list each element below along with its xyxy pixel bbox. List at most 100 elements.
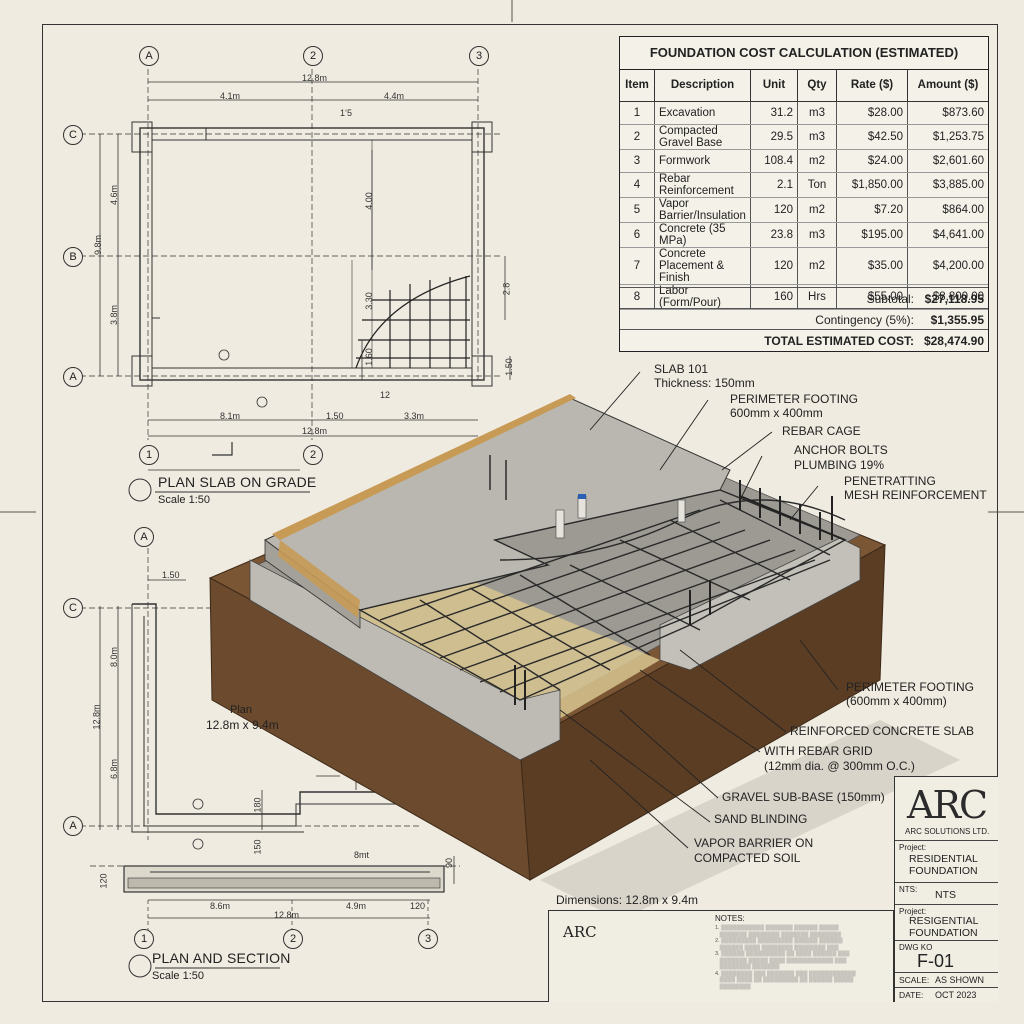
plan2-dim-bottom-small: 120 bbox=[410, 901, 426, 911]
plan2-dim-180: 180 bbox=[252, 797, 263, 813]
plan2-plan-size: 12.8m x 9.4m bbox=[206, 718, 279, 732]
dwg-number: F-01 bbox=[917, 951, 955, 971]
cell-item: 8 bbox=[620, 284, 655, 310]
cell-qty: m3 bbox=[797, 124, 837, 150]
table-header-row: Item Description Unit Qty Rate ($) Amoun… bbox=[620, 69, 988, 102]
contingency-value: $1,355.95 bbox=[930, 313, 984, 327]
grid-bubble-a-left: A bbox=[63, 367, 83, 387]
subtotal-label: Subtotal: bbox=[866, 292, 914, 306]
title-block: ARC ARC SOLUTIONS LTD. Project: RESIDENT… bbox=[894, 776, 998, 1002]
callout-rebar-cage: REBAR CAGE bbox=[782, 424, 861, 438]
cell-unit: 120 bbox=[750, 247, 798, 285]
callout-thickness: Thickness: 150mm bbox=[654, 376, 755, 390]
title-block-date: DATE: OCT 2023 bbox=[895, 988, 998, 1003]
cell-description: Rebar Reinforcement bbox=[654, 172, 751, 198]
plan2-dim-left-lower: 6.8m bbox=[109, 758, 120, 780]
callout-perimeter-bottom: PERIMETER FOOTING bbox=[846, 680, 975, 694]
grid-bubble-b: B bbox=[63, 247, 83, 267]
callout-reinforced-slab: REINFORCED CONCRETE SLAB bbox=[790, 724, 975, 738]
dim-bottom-overall: 12.8m bbox=[302, 426, 328, 436]
cell-amount: $4,641.00 bbox=[907, 222, 988, 248]
company-name: ARC SOLUTIONS LTD. bbox=[905, 827, 990, 836]
project2-value: RESIGENTIAL FOUNDATION bbox=[909, 915, 979, 939]
callout-perimeter-bottom-size: (600mm x 400mm) bbox=[846, 694, 947, 708]
cell-item: 7 bbox=[620, 247, 655, 285]
dim-right-small: 1.50 bbox=[503, 358, 514, 376]
notes-box: ARC NOTES: 1. ▒▒▒▒▒▒▒▒▒▒▒ ▒▒▒▒▒▒▒ ▒▒▒▒▒▒… bbox=[548, 910, 894, 1002]
plan2-dim-left-upper: 8.0m bbox=[109, 646, 120, 668]
cell-qty: m3 bbox=[797, 101, 837, 125]
plan2-grid-bubble-2: 2 bbox=[283, 929, 303, 949]
plan2-grid-bubble-c: C bbox=[63, 598, 83, 618]
cell-qty: m3 bbox=[797, 222, 837, 248]
callout-gravel: GRAVEL SUB-BASE (150mm) bbox=[722, 790, 885, 804]
plan1-scale: Scale 1:50 bbox=[158, 494, 210, 506]
cost-table: FOUNDATION COST CALCULATION (ESTIMATED) … bbox=[619, 36, 989, 352]
dim-left-upper: 4.6m bbox=[109, 184, 120, 206]
title-block-dwg: DWG KO F-01 bbox=[895, 941, 998, 973]
cell-rate: $24.00 bbox=[836, 149, 908, 173]
callout-mesh: MESH REINFORCEMENT bbox=[844, 488, 987, 502]
callout-anchor-bolts: ANCHOR BOLTS bbox=[794, 443, 888, 457]
plan-dimension-lines bbox=[99, 81, 511, 471]
cell-qty: Ton bbox=[797, 172, 837, 198]
cell-amount: $864.00 bbox=[907, 197, 988, 223]
cell-description: Compacted Gravel Base bbox=[654, 124, 751, 150]
plan2-dim-left-overall: 12.8m bbox=[91, 704, 102, 730]
company-logo: ARC bbox=[907, 783, 988, 827]
plan1-title: PLAN SLAB ON GRADE bbox=[158, 474, 317, 490]
dim-top-right: 4.4m bbox=[384, 91, 405, 101]
cell-item: 5 bbox=[620, 197, 655, 223]
cell-amount: $873.60 bbox=[907, 101, 988, 125]
grid-bubble-a: A bbox=[139, 46, 159, 66]
grid-bubble-3: 3 bbox=[469, 46, 489, 66]
dim-right-v: 2.8 bbox=[501, 282, 512, 296]
dim-top-left: 4.1m bbox=[220, 91, 241, 101]
plan2-title-circle bbox=[128, 954, 152, 978]
cell-description: Formwork bbox=[654, 149, 751, 173]
scale-label: SCALE: bbox=[899, 975, 930, 985]
cell-item: 6 bbox=[620, 222, 655, 248]
dim-top-small: 1‘5 bbox=[340, 108, 353, 118]
plan-slab-outline bbox=[80, 60, 500, 440]
cell-description: Concrete Placement & Finish bbox=[654, 247, 751, 285]
dim-inner-v1: 4.00 bbox=[363, 192, 374, 210]
cell-amount: $2,601.60 bbox=[907, 149, 988, 173]
plan2-plan-label: Plan bbox=[230, 704, 253, 716]
dim-bottom-left: 8.1m bbox=[220, 411, 241, 421]
plan2-dim-bottom-overall: 12.8m bbox=[274, 910, 300, 920]
callout-rebar-grid-spec: (12mm dia. @ 300mm O.C.) bbox=[764, 759, 915, 773]
plan2-dim-120-left: 120 bbox=[98, 873, 109, 889]
plan2-grid-bubble-3: 3 bbox=[418, 929, 438, 949]
notes-text: 1. ▒▒▒▒▒▒▒▒▒▒▒ ▒▒▒▒▒▒▒ ▒▒▒▒▒▒ ▒▒▒▒▒ ▒▒▒▒… bbox=[715, 925, 856, 990]
dim-overall-top: 12.8m bbox=[302, 73, 328, 83]
nts-label: NTS: bbox=[899, 885, 918, 894]
col-header-description: Description bbox=[654, 69, 751, 102]
col-header-unit: Unit bbox=[750, 69, 798, 102]
total-row: TOTAL ESTIMATED COST: $28,474.90 bbox=[620, 329, 988, 353]
cell-rate: $28.00 bbox=[836, 101, 908, 125]
plan2-dim-bottom-left: 8.6m bbox=[210, 901, 231, 911]
grid-bubble-1-bottom: 1 bbox=[139, 445, 159, 465]
cell-rate: $42.50 bbox=[836, 124, 908, 150]
total-label: TOTAL ESTIMATED COST: bbox=[764, 334, 914, 348]
cell-description: Labor (Form/Pour) bbox=[654, 284, 751, 310]
col-header-rate: Rate ($) bbox=[836, 69, 908, 102]
cell-description: Concrete (35 MPa) bbox=[654, 222, 751, 248]
cell-amount: $4,200.00 bbox=[907, 247, 988, 285]
plan2-grid-bubble-1: 1 bbox=[134, 929, 154, 949]
dimensions-label: Dimensions: 12.8m x 9.4m bbox=[556, 893, 699, 907]
plan2-dim-bottom-right: 4.9m bbox=[346, 901, 367, 911]
title-block-project: Project: RESIDENTIAL FOUNDATION bbox=[895, 841, 998, 883]
isometric-foundation-model bbox=[208, 394, 960, 920]
cell-amount: $8,800.00 bbox=[907, 284, 988, 310]
title-block-logo-cell: ARC ARC SOLUTIONS LTD. bbox=[895, 777, 998, 841]
dim-left-overall: 9.8m bbox=[93, 234, 104, 256]
cell-description: Excavation bbox=[654, 101, 751, 125]
